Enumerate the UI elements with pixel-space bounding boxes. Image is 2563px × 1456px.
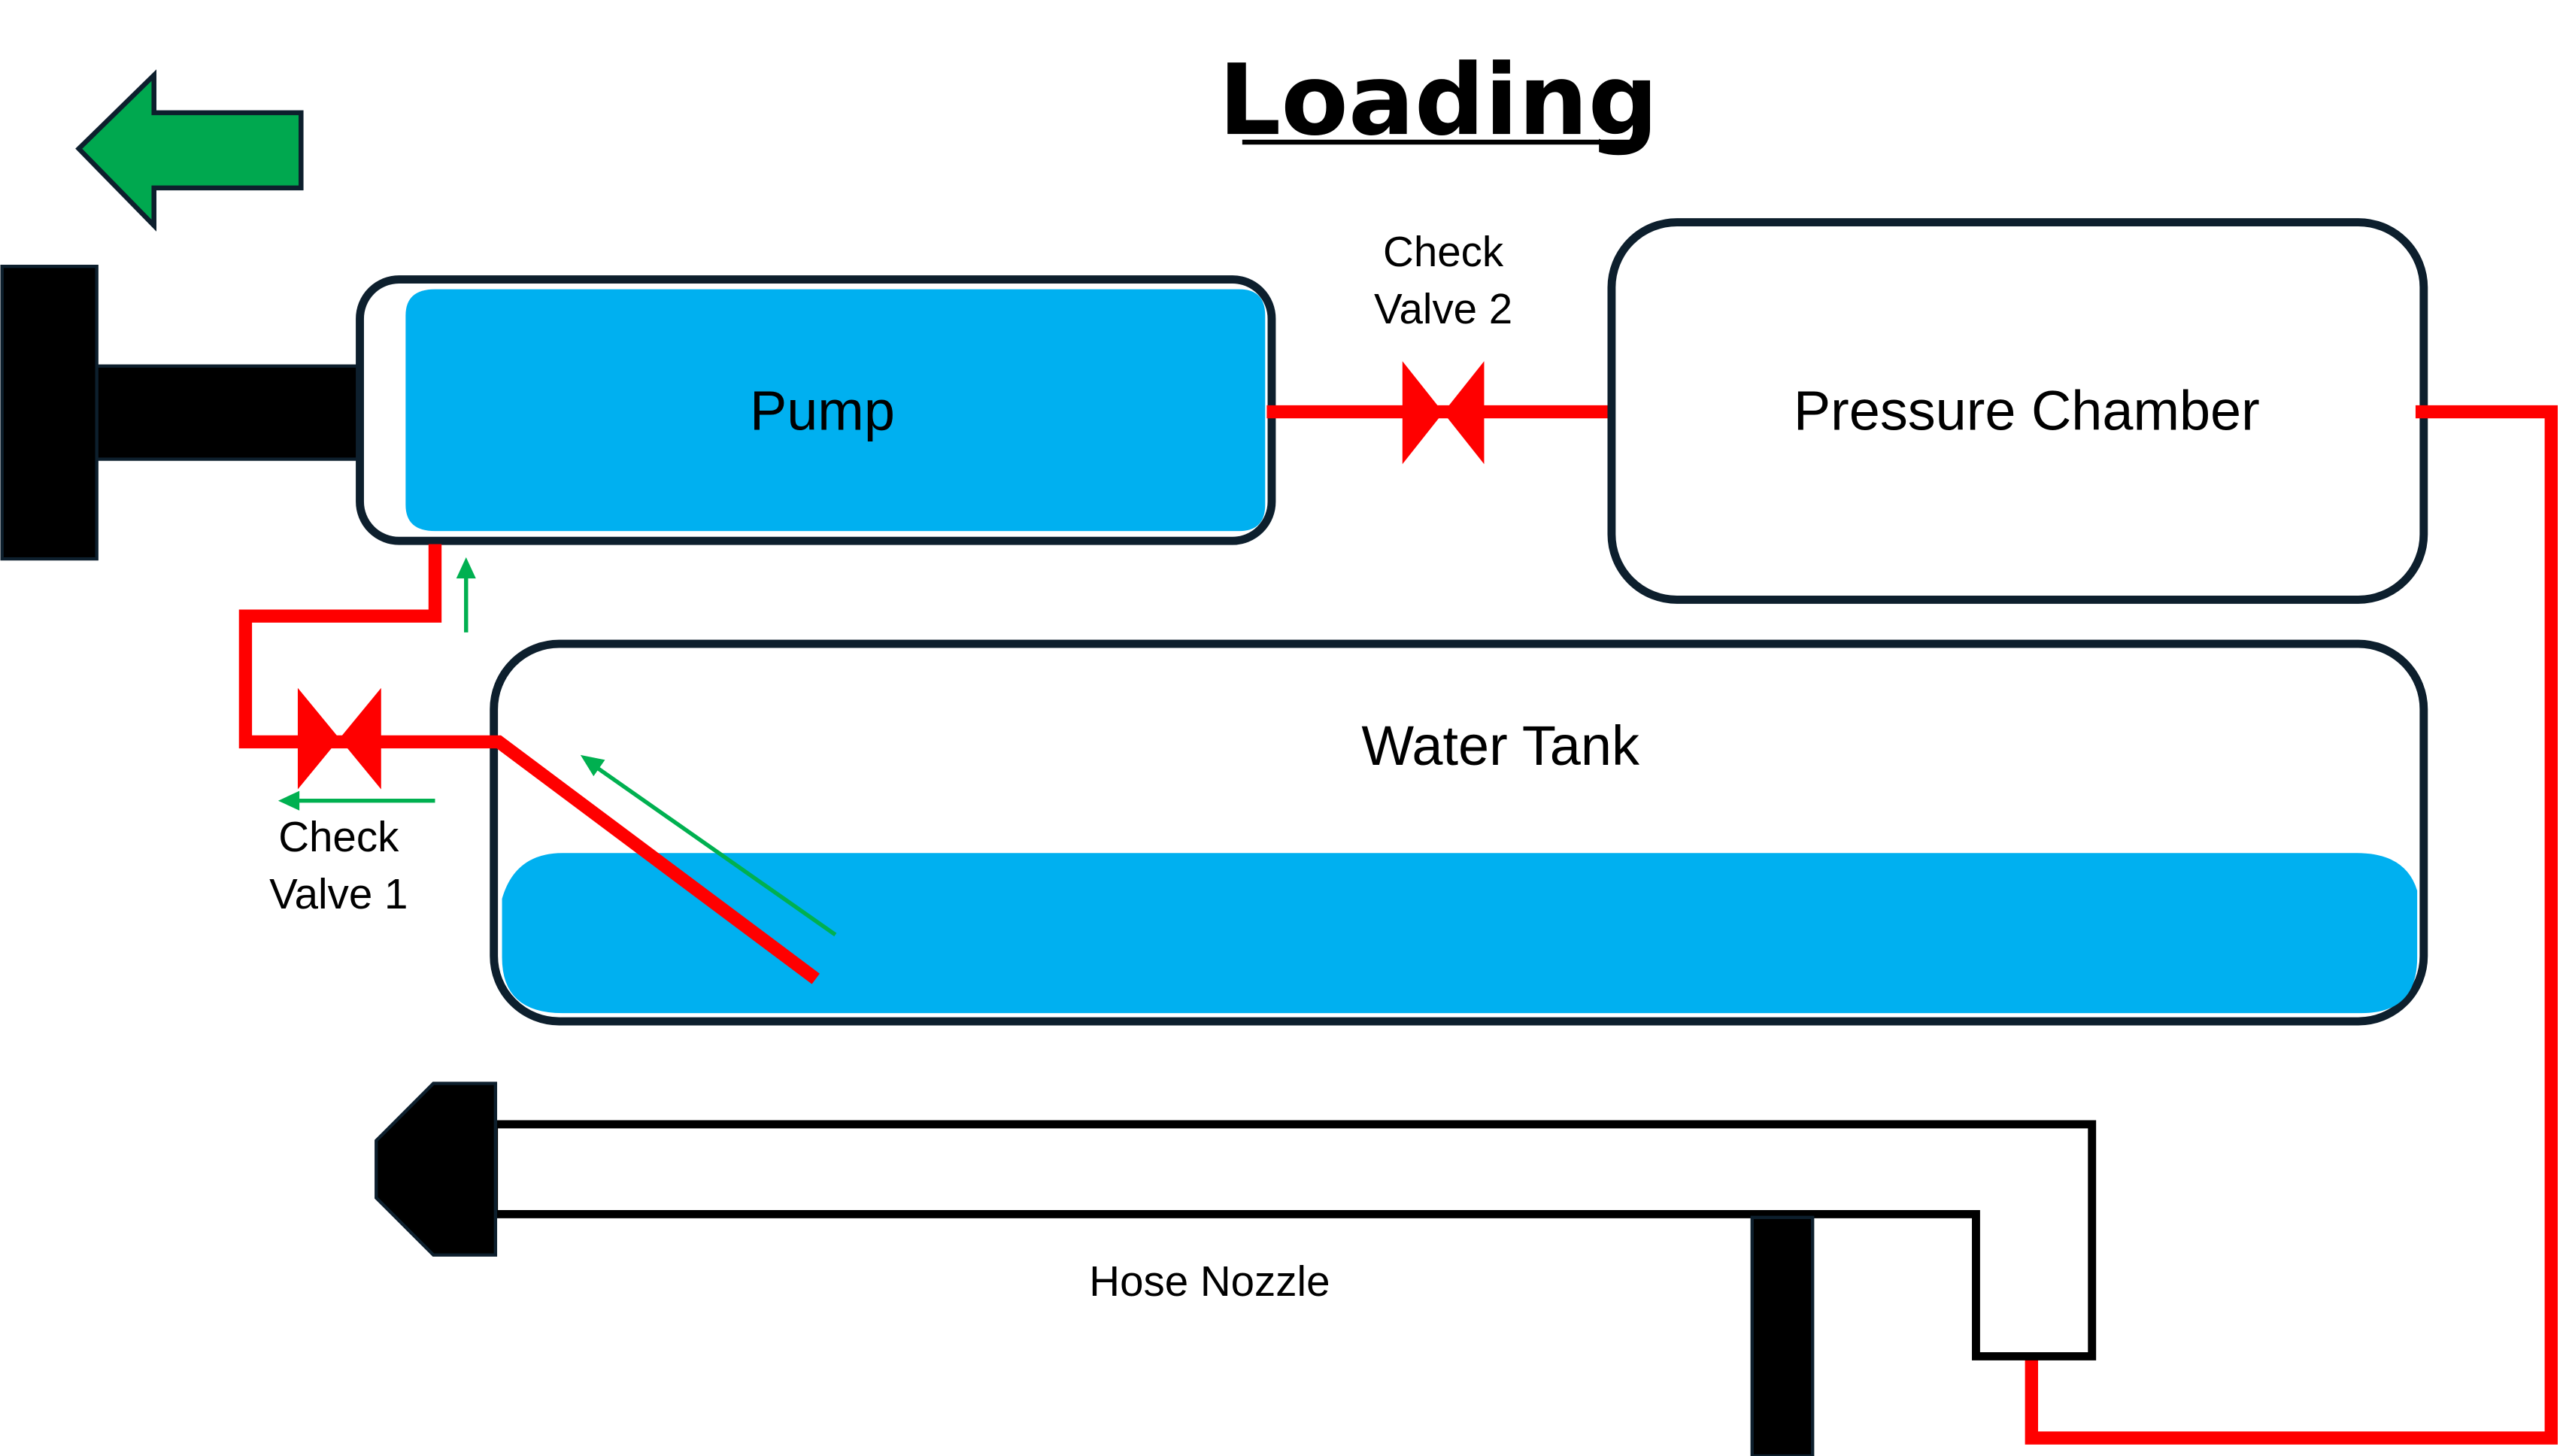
pump-water bbox=[405, 289, 1266, 532]
flow-arrow-left-icon bbox=[278, 790, 435, 811]
check-valve-1-label-line2: Valve 1 bbox=[269, 870, 408, 918]
flow-arrow-diagonal-icon bbox=[580, 754, 837, 937]
check-valve-2-icon bbox=[1402, 361, 1485, 465]
water-tank-water bbox=[502, 853, 2418, 1014]
pipe-outlet bbox=[2025, 405, 2558, 1445]
hose-nozzle-label: Hose Nozzle bbox=[1089, 1257, 1330, 1305]
check-valve-2-label-line1: Check bbox=[1383, 228, 1504, 275]
pipe-intake bbox=[238, 544, 820, 984]
check-valve-2-label-line2: Valve 2 bbox=[1374, 285, 1512, 332]
pressure-chamber-label: Pressure Chamber bbox=[1794, 379, 2260, 441]
flow-arrow-up-icon bbox=[456, 557, 476, 632]
diagram-title: Loading bbox=[1218, 43, 1658, 157]
hose-nozzle-tip bbox=[375, 1081, 498, 1257]
pump-label: Pump bbox=[750, 379, 895, 441]
water-tank-label: Water Tank bbox=[1361, 714, 1640, 777]
piston-handle bbox=[0, 265, 99, 561]
trigger-grip bbox=[1750, 1215, 1815, 1456]
check-valve-1-label-line1: Check bbox=[278, 813, 399, 860]
back-arrow-icon[interactable] bbox=[75, 69, 304, 232]
piston-rod bbox=[95, 364, 363, 461]
hose-body bbox=[490, 1120, 2097, 1360]
